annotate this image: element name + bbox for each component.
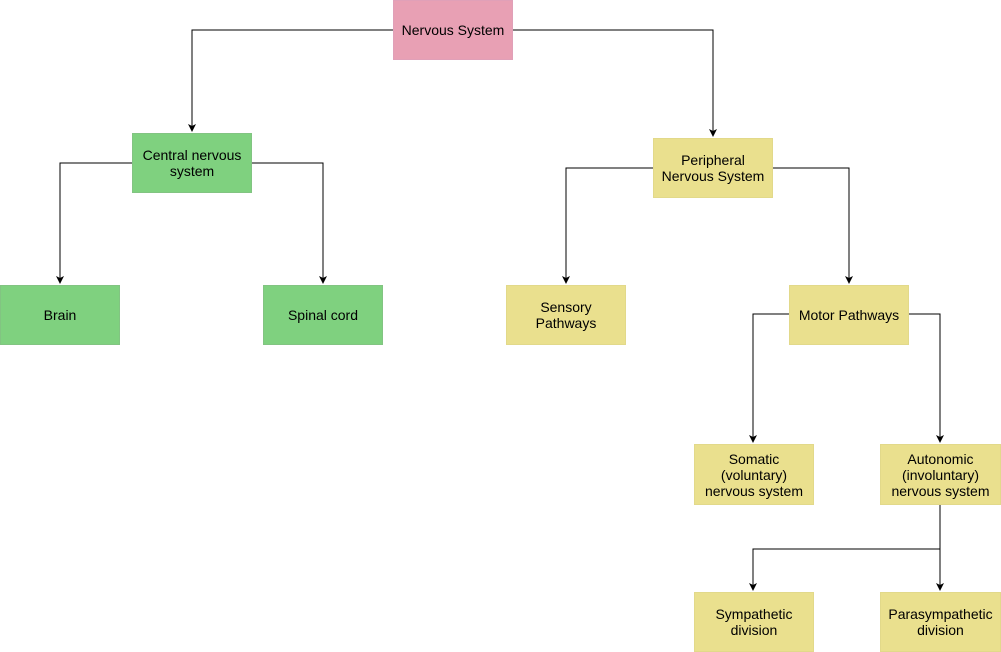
node-spinal-cord-label: Spinal cord [287, 307, 359, 323]
node-motor-pathways-label: Motor Pathways [798, 307, 900, 323]
node-somatic-nervous-system-label: Somatic (voluntary) nervous system [704, 450, 804, 499]
node-central-nervous-system[interactable]: Central nervous system [132, 133, 252, 193]
node-nervous-system-label: Nervous System [401, 22, 505, 38]
node-somatic-nervous-system[interactable]: Somatic (voluntary) nervous system [694, 444, 814, 505]
edge-root-peripheral [513, 29, 717, 137]
edge-central-spinal [252, 162, 327, 284]
node-autonomic-nervous-system[interactable]: Autonomic (involuntary) nervous system [880, 444, 1001, 505]
edge-root-central [188, 29, 393, 132]
node-peripheral-nervous-system-label: Peripheral Nervous System [661, 152, 765, 184]
node-central-nervous-system-label: Central nervous system [142, 147, 242, 179]
edge-autonomic-sympathetic [749, 505, 941, 591]
node-sympathetic-division-label: Sympathetic division [715, 606, 793, 638]
edge-motor-autonomic [909, 313, 944, 443]
edge-peripheral-sensory [562, 167, 653, 284]
node-motor-pathways[interactable]: Motor Pathways [789, 285, 909, 345]
node-brain[interactable]: Brain [0, 285, 120, 345]
node-nervous-system[interactable]: Nervous System [393, 0, 513, 60]
node-autonomic-nervous-system-label: Autonomic (involuntary) nervous system [891, 450, 990, 499]
edge-motor-somatic [749, 313, 789, 443]
node-sympathetic-division[interactable]: Sympathetic division [694, 592, 814, 652]
node-brain-label: Brain [43, 307, 77, 323]
node-sensory-pathways-label: Sensory Pathways [535, 299, 597, 331]
node-parasympathetic-division-label: Parasympathetic division [888, 606, 993, 638]
node-parasympathetic-division[interactable]: Parasympathetic division [880, 592, 1001, 652]
node-spinal-cord[interactable]: Spinal cord [263, 285, 383, 345]
edge-peripheral-motor [773, 167, 853, 284]
node-sensory-pathways[interactable]: Sensory Pathways [506, 285, 626, 345]
edge-central-brain [56, 162, 132, 284]
node-peripheral-nervous-system[interactable]: Peripheral Nervous System [653, 138, 773, 198]
